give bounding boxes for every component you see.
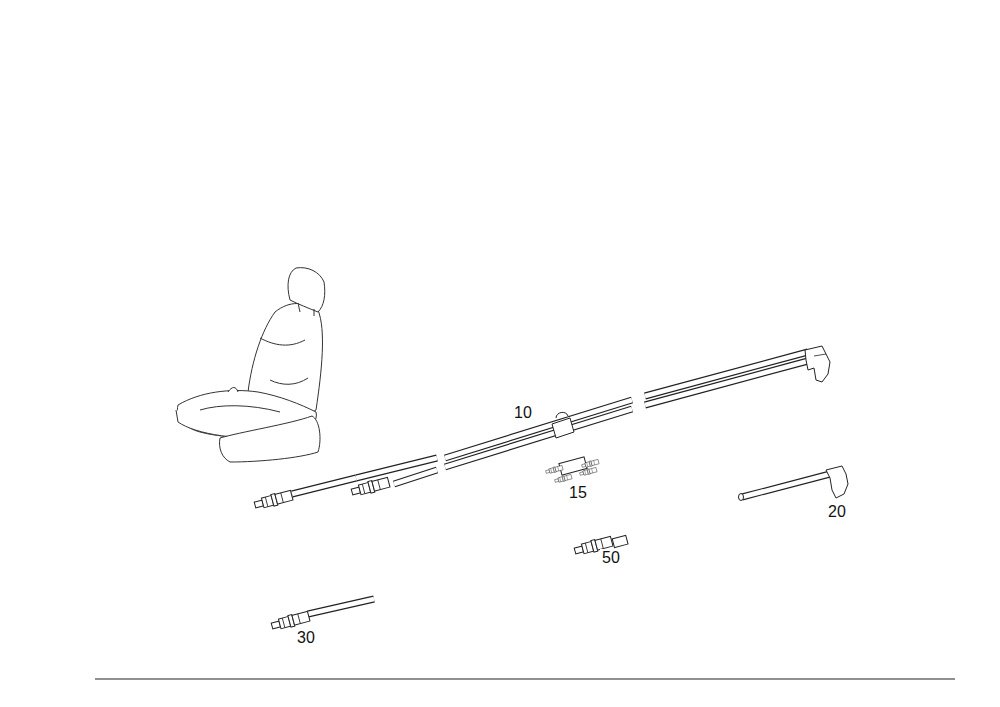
callout-number: 15 bbox=[567, 484, 589, 502]
callout-number: 20 bbox=[826, 503, 848, 521]
page-rule bbox=[95, 678, 955, 679]
distributor-piece bbox=[545, 457, 599, 484]
seat-drawing bbox=[176, 268, 325, 462]
tube-part bbox=[270, 599, 374, 632]
tube-part bbox=[739, 466, 849, 501]
callout-number: 10 bbox=[512, 404, 534, 422]
callout-number: 30 bbox=[295, 629, 317, 647]
tube-assembly bbox=[253, 346, 830, 511]
callout-number: 50 bbox=[600, 549, 622, 567]
